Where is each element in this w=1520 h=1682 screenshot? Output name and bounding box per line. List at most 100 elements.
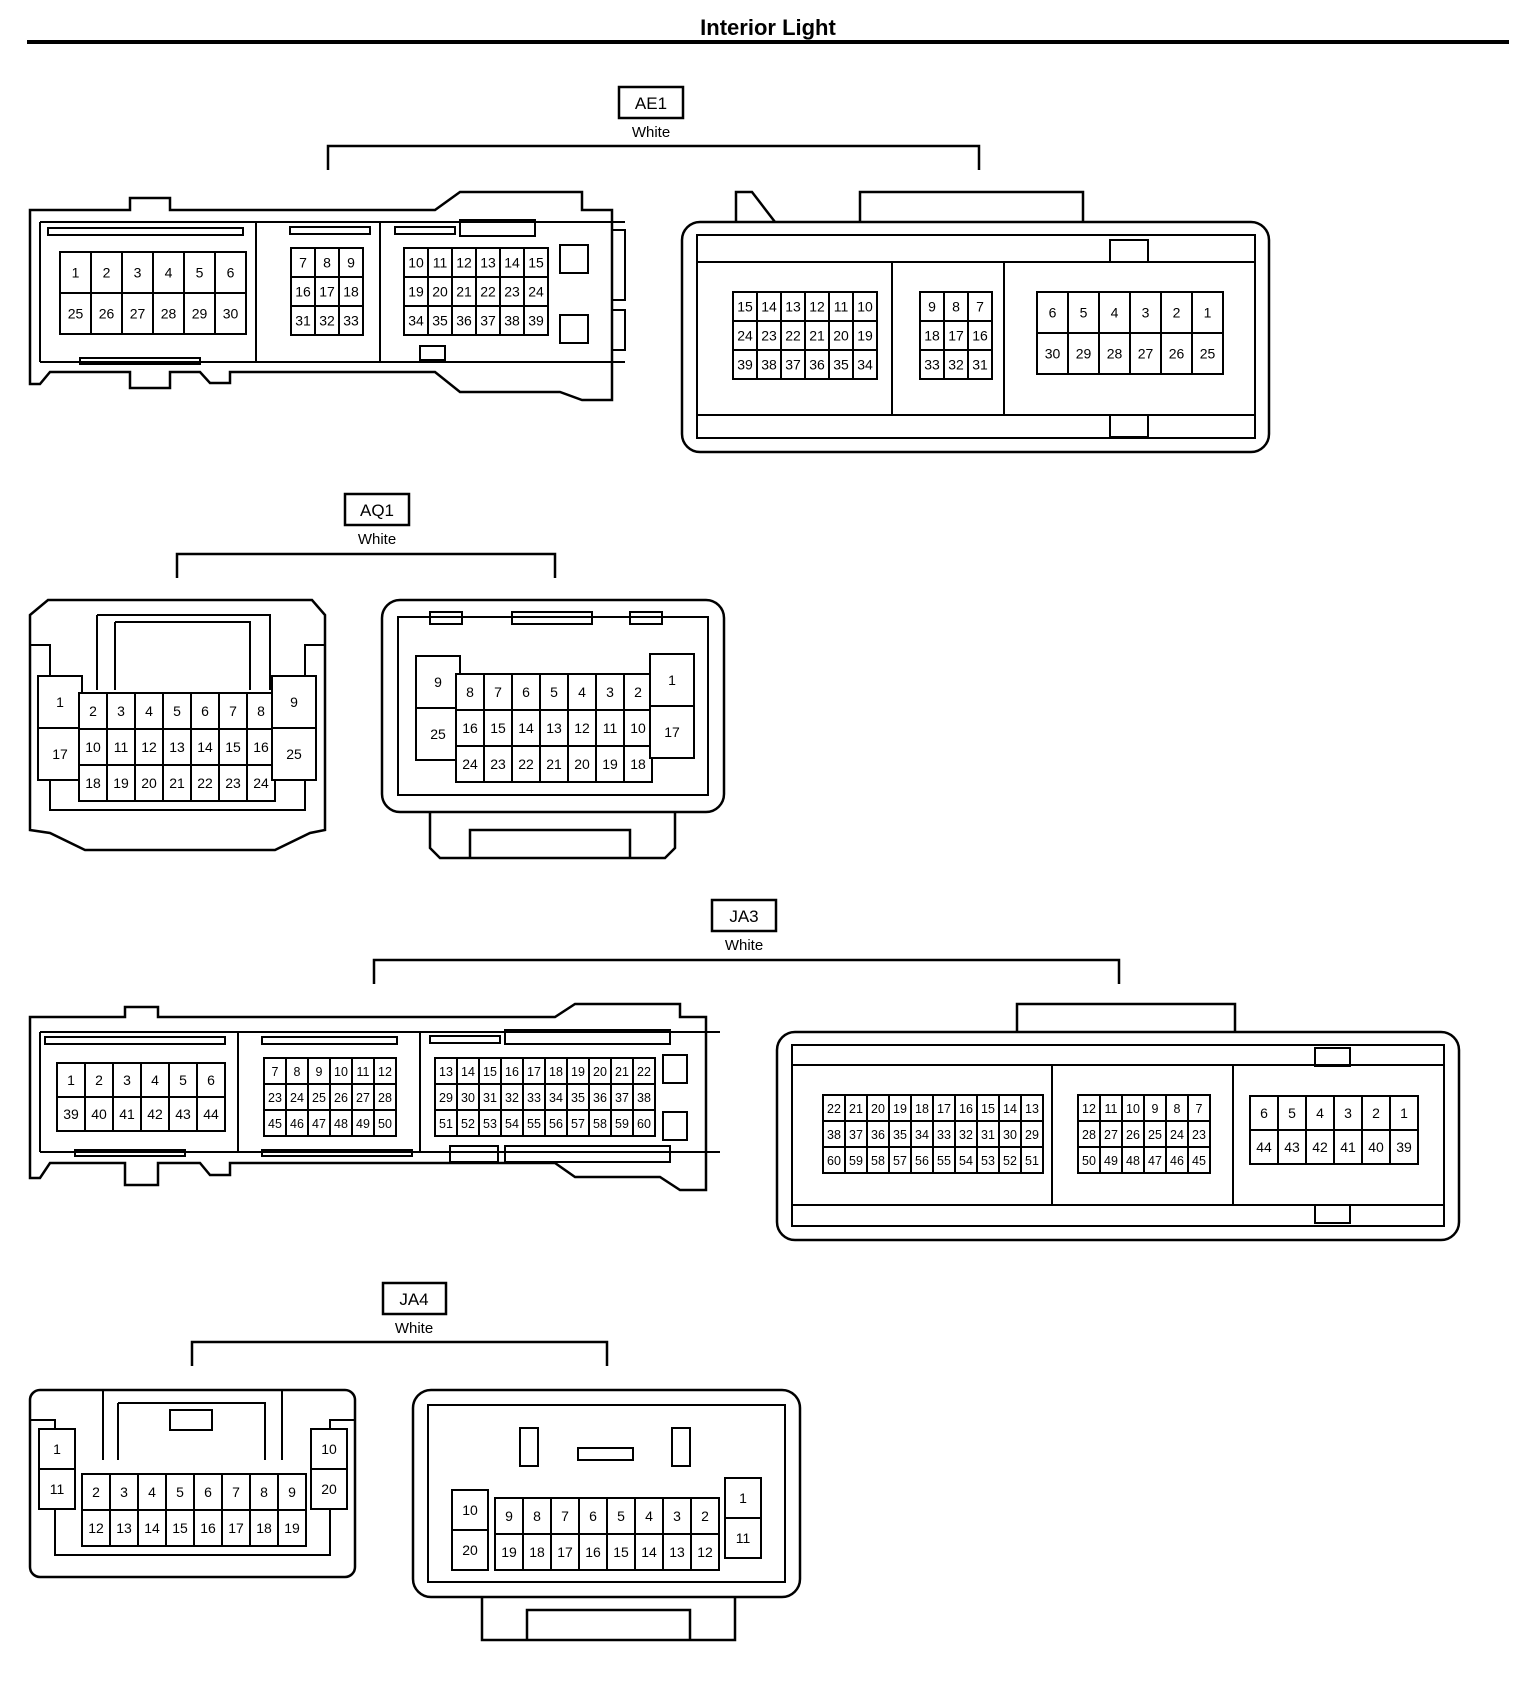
pin-number: 11 (603, 720, 618, 736)
pin-number: 1 (67, 1072, 75, 1088)
pin-cell (338, 247, 364, 278)
connector-id-label: AE1 (635, 94, 667, 113)
pin-number: 22 (518, 756, 534, 772)
connector-latch (44, 1036, 226, 1045)
pin-cell (310, 1468, 348, 1510)
pin-number: 15 (172, 1520, 188, 1536)
pin-number: 11 (114, 739, 129, 755)
pin-cell (271, 727, 317, 781)
connector-id-label: AQ1 (360, 501, 394, 520)
connector-top-tab (1015, 1002, 1237, 1032)
pin-number: 54 (505, 1117, 519, 1131)
pin-cell (780, 349, 806, 380)
pin-number: 24 (462, 756, 478, 772)
pin-cell (81, 1509, 111, 1547)
pin-number: 43 (1284, 1139, 1300, 1155)
pin-number: 49 (1104, 1154, 1118, 1168)
pin-number: 27 (356, 1091, 370, 1105)
pin-number: 5 (196, 265, 204, 281)
pin-cell (732, 291, 758, 322)
pin-cell (190, 692, 220, 730)
pin-number: 17 (527, 1065, 541, 1079)
pin-number: 59 (849, 1154, 863, 1168)
pin-number: 47 (312, 1117, 326, 1131)
pin-number: 3 (673, 1508, 681, 1524)
connector-bracket (190, 1340, 609, 1366)
pin-number: 5 (173, 703, 181, 719)
pin-number: 23 (504, 284, 520, 300)
pin-number: 39 (528, 313, 544, 329)
connector-housing-outline (411, 1388, 802, 1599)
connector-latch (47, 227, 244, 236)
pin-number: 20 (432, 284, 448, 300)
pin-cell (38, 1468, 76, 1510)
pin-cell (1036, 332, 1069, 375)
pin-number: 39 (1396, 1139, 1412, 1155)
pin-cell (277, 1509, 307, 1547)
pin-number: 44 (1256, 1139, 1272, 1155)
pin-number: 54 (959, 1154, 973, 1168)
pin-number: 21 (849, 1102, 863, 1116)
sheet-title: Interior Light (700, 15, 836, 40)
pin-cell (1020, 1146, 1044, 1174)
pin-cell (1333, 1129, 1363, 1165)
pin-cell (632, 1109, 656, 1137)
connector-housing-outline (28, 1002, 708, 1192)
pin-number: 45 (268, 1117, 282, 1131)
pin-cell (109, 1473, 139, 1511)
pin-number: 14 (641, 1544, 657, 1560)
pin-cell (690, 1533, 720, 1571)
pin-cell (196, 1096, 226, 1132)
pin-number: 7 (494, 684, 502, 700)
pin-number: 14 (197, 739, 213, 755)
connector-latch (1109, 239, 1149, 263)
pin-number: 1 (1400, 1105, 1408, 1121)
pin-number: 30 (1003, 1128, 1017, 1142)
pin-number: 31 (972, 357, 988, 373)
pin-number: 26 (1169, 346, 1185, 362)
pin-number: 20 (574, 756, 590, 772)
pin-number: 8 (257, 703, 265, 719)
pin-number: 38 (827, 1128, 841, 1142)
pin-number: 19 (113, 775, 129, 791)
pin-number: 13 (169, 739, 185, 755)
pin-number: 20 (871, 1102, 885, 1116)
pin-number: 9 (316, 1065, 323, 1079)
pin-number: 9 (928, 299, 936, 315)
pin-number: 7 (561, 1508, 569, 1524)
pin-number: 20 (833, 328, 849, 344)
pin-number: 17 (319, 284, 335, 300)
pin-cell (499, 276, 525, 307)
pin-number: 34 (857, 357, 873, 373)
pin-number: 3 (120, 1484, 128, 1500)
pin-cell (649, 705, 695, 759)
pin-number: 42 (1312, 1139, 1328, 1155)
pin-number: 34 (915, 1128, 929, 1142)
pin-number: 21 (809, 328, 825, 344)
pin-number: 56 (549, 1117, 563, 1131)
connector-housing-outline (775, 1030, 1461, 1242)
pin-number: 11 (1105, 1102, 1118, 1116)
pin-number: 45 (1192, 1154, 1206, 1168)
pin-number: 3 (123, 1072, 131, 1088)
pin-number: 32 (319, 313, 335, 329)
pin-number: 20 (321, 1481, 337, 1497)
pin-cell (168, 1096, 198, 1132)
pin-cell (475, 276, 501, 307)
pin-number: 19 (501, 1544, 517, 1560)
pin-number: 42 (147, 1106, 163, 1122)
connector-latch (169, 1409, 213, 1431)
connector-latch (261, 1036, 398, 1045)
pin-number: 18 (915, 1102, 929, 1116)
pin-number: 11 (433, 255, 448, 271)
pin-number: 40 (91, 1106, 107, 1122)
pin-number: 4 (1316, 1105, 1324, 1121)
pin-cell (483, 745, 513, 783)
pin-number: 38 (637, 1091, 651, 1105)
pin-number: 12 (456, 255, 472, 271)
